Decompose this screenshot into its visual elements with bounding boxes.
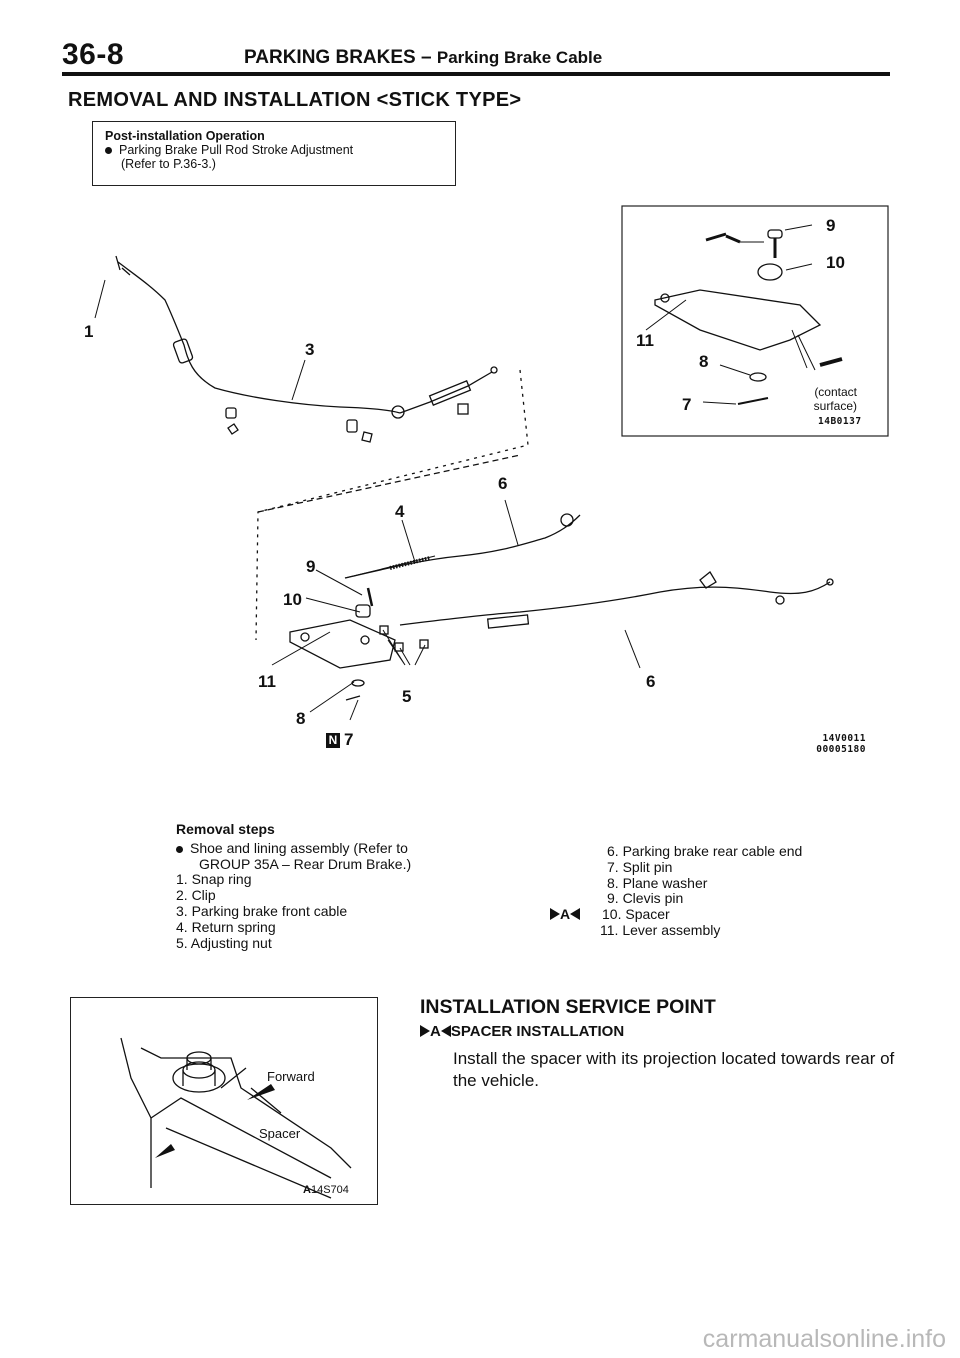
lever-assembly [289, 619, 396, 669]
triangle-right-icon [420, 1025, 430, 1037]
bullet-icon [176, 845, 183, 853]
removal-step: 7. Split pin [607, 858, 673, 875]
callout-3: 3 [305, 340, 315, 359]
callout-9: 9 [306, 557, 316, 576]
callout-1: 1 [84, 322, 94, 341]
page-number: 36-8 [62, 38, 125, 71]
bullet-icon [105, 147, 112, 155]
front-cable-adjuster [428, 380, 472, 406]
post-installation-ref: (Refer to P.36-3.) [121, 157, 216, 171]
callout-10: 10 [283, 590, 302, 609]
callout-6-lower: 6 [646, 672, 656, 691]
front-cable-grommet [172, 338, 194, 364]
inset-code: 14B0137 [818, 416, 862, 427]
triangle-right-icon [550, 908, 560, 921]
service-point-title: INSTALLATION SERVICE POINT [420, 996, 716, 1018]
callout-4: 4 [395, 502, 405, 521]
section-title: REMOVAL AND INSTALLATION <STICK TYPE> [68, 89, 522, 111]
inset-callout-7: 7 [682, 395, 692, 414]
removal-step: Shoe and lining assembly (Refer to [176, 840, 506, 857]
removal-step: 5. Adjusting nut [176, 934, 272, 951]
label-spacer: Spacer [259, 1126, 301, 1141]
watermark: carmanualsonline.info [702, 1325, 946, 1353]
spacer-diagram [120, 1037, 352, 1199]
callout-5: 5 [402, 687, 412, 706]
post-installation-box: Post-installation Operation Parking Brak… [92, 121, 456, 186]
inset-callout-8: 8 [699, 352, 709, 371]
inset-lever [654, 289, 822, 351]
header-separator: – [421, 47, 432, 68]
inset-callout-11: 11 [636, 331, 654, 350]
spacer-figure-box: Forward Spacer A14S704 [70, 997, 378, 1205]
removal-steps-heading: Removal steps [176, 821, 275, 837]
removal-step: 1. Snap ring [176, 871, 252, 888]
removal-step: 2. Clip [176, 887, 216, 904]
spacer-figure-code: A14S704 [303, 1184, 349, 1196]
removal-steps-left: Removal steps Shoe and lining assembly (… [176, 821, 506, 951]
rear-cable-lower [399, 581, 831, 626]
figure-code: 14V0011 00005180 [816, 733, 866, 755]
removal-step: 6. Parking brake rear cable end [607, 843, 803, 859]
triangle-left-icon [570, 908, 581, 921]
removal-steps-right: 6. Parking brake rear cable end 7. Split… [550, 843, 870, 939]
callout-6-upper: 6 [498, 474, 508, 493]
service-point-body: Install the spacer with its projection l… [453, 1049, 895, 1090]
parking-brake-exploded-diagram [94, 205, 889, 721]
front-cable-line [117, 261, 401, 414]
inset-box [621, 205, 889, 437]
header-rule [62, 72, 890, 76]
removal-step: 4. Return spring [176, 918, 276, 935]
non-reusable-mark-icon: N [326, 733, 340, 748]
post-installation-item: Parking Brake Pull Rod Stroke Adjustment [105, 143, 455, 157]
label-forward: Forward [267, 1069, 315, 1084]
inset-callout-10: 10 [826, 253, 845, 272]
triangle-left-icon [440, 1025, 451, 1037]
callout-8: 8 [296, 709, 306, 728]
removal-step: 3. Parking brake front cable [176, 902, 348, 919]
header-section: PARKING BRAKES [244, 47, 416, 68]
rear-cable-upper [344, 514, 581, 579]
removal-step: 11. Lever assembly [600, 921, 721, 938]
removal-step: 8. Plane washer [607, 874, 708, 891]
post-installation-heading: Post-installation Operation [105, 129, 265, 143]
callout-11: 11 [258, 672, 276, 691]
service-mark: A [550, 906, 602, 923]
contact-surface-note: (contact surface) [813, 385, 857, 413]
page-header: PARKING BRAKES – Parking Brake Cable [244, 47, 602, 69]
inset-callout-9: 9 [826, 216, 836, 235]
removal-step: 9. Clevis pin [607, 890, 684, 907]
header-subsection: Parking Brake Cable [436, 48, 603, 67]
removal-step-cont: GROUP 35A – Rear Drum Brake.) [199, 855, 412, 872]
